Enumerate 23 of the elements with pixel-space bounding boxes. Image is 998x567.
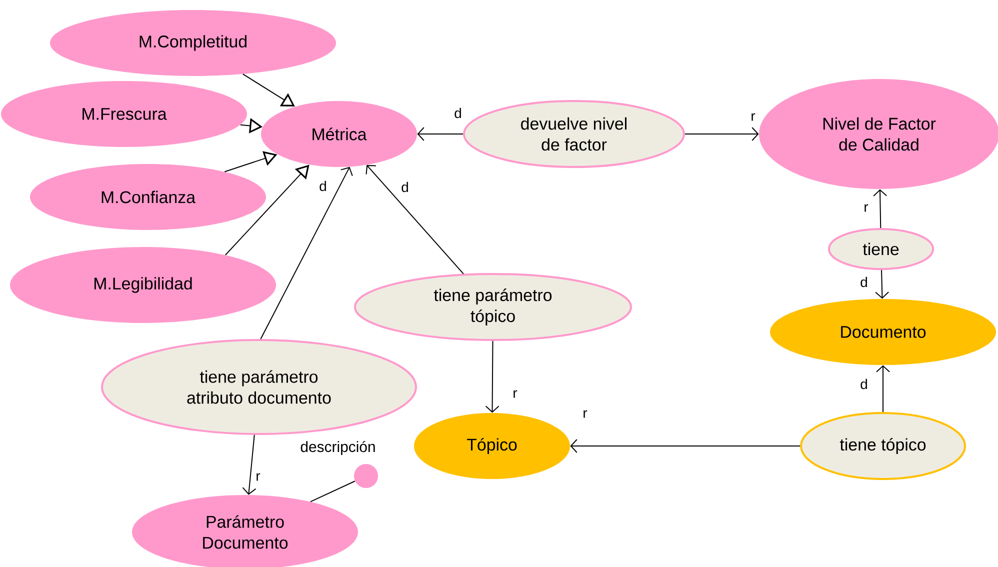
arrow [485, 340, 500, 413]
caption-text: descripción [300, 440, 375, 456]
edge-label: d [400, 180, 410, 194]
arrow [570, 439, 800, 453]
arrow [684, 127, 759, 141]
arrow [242, 434, 256, 495]
edge-label: r [862, 203, 870, 213]
arrow [873, 189, 888, 228]
arrow [417, 127, 464, 141]
edge-label: r [750, 112, 756, 122]
arrow [366, 165, 464, 274]
edge-label: r [254, 472, 262, 482]
edge-label: d [859, 378, 869, 390]
circle-dot [354, 464, 378, 488]
edge-label: d [318, 180, 328, 192]
arrow [260, 166, 353, 340]
edge-label: r [582, 409, 588, 419]
arrow [875, 270, 890, 299]
edge-label: d [859, 276, 869, 288]
arrow [876, 365, 890, 412]
edge-label: d [453, 106, 463, 120]
edge-label: r [512, 389, 518, 399]
connector-line [310, 480, 356, 502]
